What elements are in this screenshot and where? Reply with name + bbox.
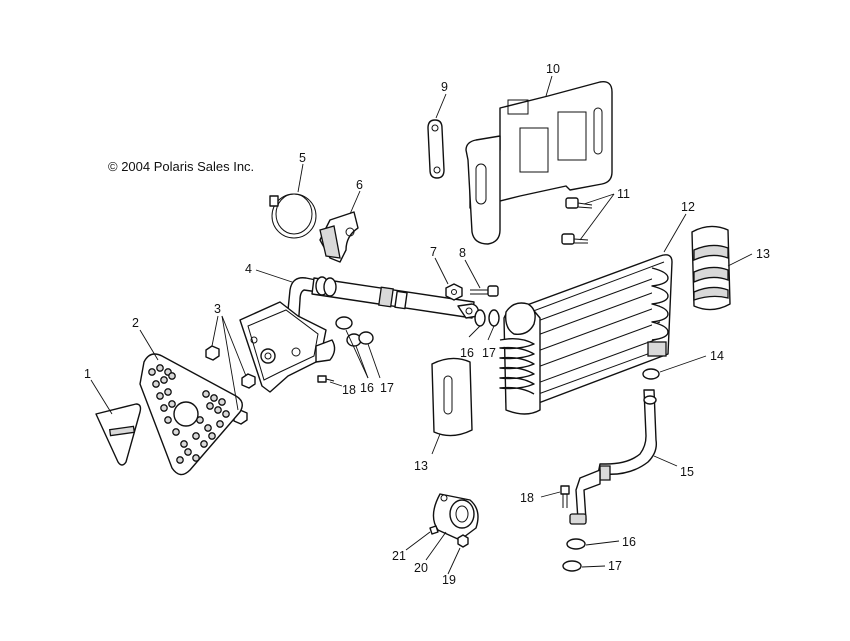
callout-17-bottom: 17 <box>608 559 622 573</box>
callout-18-middle: 18 <box>342 383 356 397</box>
grille-hole <box>176 456 184 464</box>
callout-16-bottom: 16 <box>622 535 636 549</box>
callout-8: 8 <box>459 246 466 260</box>
grille-hole <box>200 440 208 448</box>
grille-hole <box>184 448 192 456</box>
callout-16-cooler: 16 <box>460 346 474 360</box>
callout-1: 1 <box>84 367 91 381</box>
callout-18-bottom: 18 <box>520 491 534 505</box>
callout-7: 7 <box>430 245 437 259</box>
grille-hole <box>192 432 200 440</box>
callout-11: 11 <box>617 187 630 201</box>
callout-6: 6 <box>356 178 363 192</box>
callout-13-right: 13 <box>756 247 770 261</box>
part-18-pin-bottom <box>560 485 570 508</box>
part-2-grille <box>139 353 243 476</box>
part-1-badge <box>95 403 142 466</box>
grille-hole <box>202 390 210 398</box>
part-8-bolt <box>470 285 499 297</box>
grille-hole <box>206 402 214 410</box>
grille-hole <box>204 424 212 432</box>
part-20-sender <box>432 493 479 541</box>
leader-lines <box>90 75 753 575</box>
part-4-oil-line <box>285 276 480 331</box>
callout-14: 14 <box>710 349 724 363</box>
part-9-link <box>427 119 445 179</box>
callout-17-middle: 17 <box>380 381 394 395</box>
grille-hole <box>196 416 204 424</box>
grille-hole <box>216 420 224 428</box>
part-5-clamp <box>269 193 317 239</box>
callout-numbers: 1 2 3 4 5 6 7 8 9 10 11 12 13 13 14 15 1… <box>84 62 770 587</box>
pump-housing <box>239 301 336 393</box>
grille-hole <box>192 454 200 462</box>
callout-9: 9 <box>441 80 448 94</box>
part-15-hose <box>569 389 658 525</box>
part-6-bracket <box>319 211 359 263</box>
callout-12: 12 <box>681 200 695 214</box>
grille-hole <box>148 368 156 376</box>
part-16-ring-bottom <box>566 538 586 550</box>
callout-15: 15 <box>680 465 694 479</box>
part-17-ring-bottom <box>562 560 582 572</box>
grille-hole <box>172 428 180 436</box>
grille-hole <box>168 372 176 380</box>
part-18-pin-middle <box>317 375 335 383</box>
callout-21: 21 <box>392 549 406 563</box>
callout-5: 5 <box>299 151 306 165</box>
callout-13-left: 13 <box>414 459 428 473</box>
grille-hole <box>156 392 164 400</box>
part-10-shroud <box>465 81 613 245</box>
part-14-ring <box>642 368 660 380</box>
grille-hole <box>222 410 230 418</box>
callout-16-middle: 16 <box>360 381 374 395</box>
part-21-pin <box>429 525 439 535</box>
grille-hole <box>168 400 176 408</box>
part-11-bolts <box>561 197 593 245</box>
callout-4: 4 <box>245 262 252 276</box>
grille-hole <box>152 380 160 388</box>
part-13-pad-left <box>431 357 473 437</box>
grille-hole <box>214 406 222 414</box>
grille-holes <box>148 364 230 464</box>
grille-hole <box>156 364 164 372</box>
part-12-oil-cooler <box>499 254 673 415</box>
o-rings-middle <box>335 316 374 347</box>
grille-hole <box>210 394 218 402</box>
callout-10: 10 <box>546 62 560 76</box>
callout-17-cooler: 17 <box>482 346 496 360</box>
part-13-pad-right <box>691 225 731 311</box>
callout-19: 19 <box>442 573 456 587</box>
callout-20: 20 <box>414 561 428 575</box>
part-19-nut <box>457 534 469 548</box>
callout-3: 3 <box>214 302 221 316</box>
grille-hole <box>208 432 216 440</box>
o-rings-cooler <box>474 309 500 327</box>
grille-hole <box>164 388 172 396</box>
grille-hole <box>164 416 172 424</box>
grille-hole <box>160 376 168 384</box>
part-7-nut <box>445 283 463 301</box>
grille-hole <box>218 398 226 406</box>
copyright-text: © 2004 Polaris Sales Inc. <box>108 159 254 174</box>
callout-2: 2 <box>132 316 139 330</box>
grille-hole <box>180 440 188 448</box>
grille-hole <box>160 404 168 412</box>
